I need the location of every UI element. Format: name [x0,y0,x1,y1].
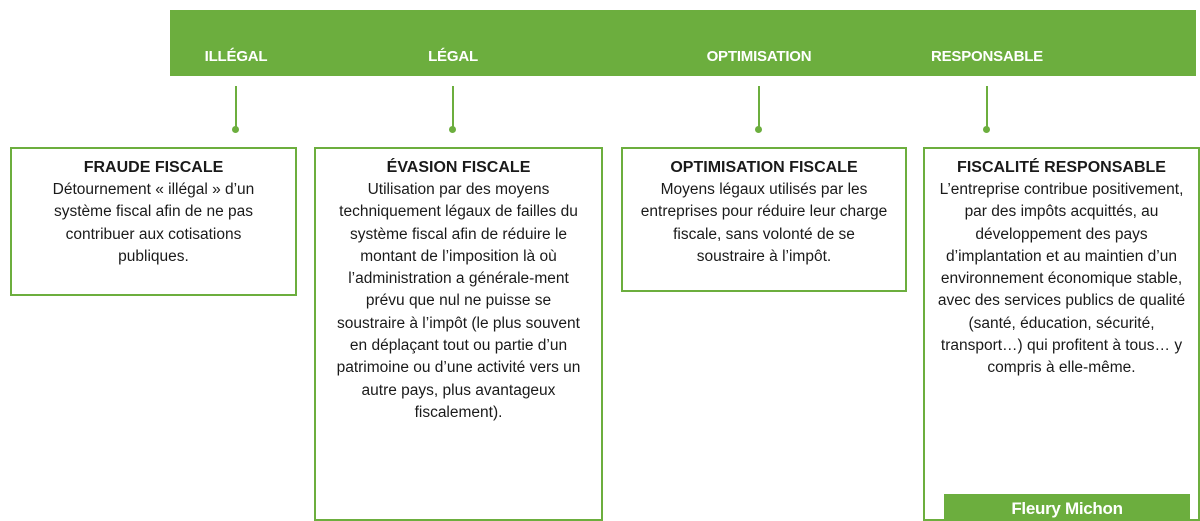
connector-dot-responsable [983,126,990,133]
band-label-illegal: ILLÉGAL [204,48,268,65]
connector-evasion [452,86,454,130]
fleury-michon-logo: Fleury Michon [944,494,1190,521]
connector-responsable [986,86,988,130]
box-evasion-fiscale: ÉVASION FISCALE Utilisation par des moye… [314,147,603,521]
box-title-fraude: FRAUDE FISCALE [83,159,224,176]
box-body-fraude: Détournement « illégal » d’un système fi… [52,181,255,265]
box-fiscalite-responsable: FISCALITÉ RESPONSABLE L’entreprise contr… [923,147,1200,521]
box-title-optimisation: OPTIMISATION FISCALE [670,159,858,176]
connector-dot-evasion [449,126,456,133]
box-fraude-fiscale: FRAUDE FISCALE Détournement « illégal » … [10,147,297,296]
box-body-optimisation: Moyens légaux utilisés par les entrepris… [640,181,888,265]
connector-optimisation [758,86,760,130]
connector-dot-optimisation [755,126,762,133]
band-label-responsable: RESPONSABLE [931,48,1043,65]
box-body-responsable: L’entreprise contribue positivement, par… [937,181,1186,377]
box-body-evasion: Utilisation par des moyens techniquement… [336,181,581,421]
box-optimisation-fiscale: OPTIMISATION FISCALE Moyens légaux utili… [621,147,907,292]
band-label-legal: LÉGAL [428,48,478,65]
band-label-optimisation: OPTIMISATION [706,48,812,65]
box-title-responsable: FISCALITÉ RESPONSABLE [957,159,1166,176]
category-band [170,10,1196,76]
box-title-evasion: ÉVASION FISCALE [386,159,531,176]
connector-dot-fraude [232,126,239,133]
connector-fraude [235,86,237,130]
